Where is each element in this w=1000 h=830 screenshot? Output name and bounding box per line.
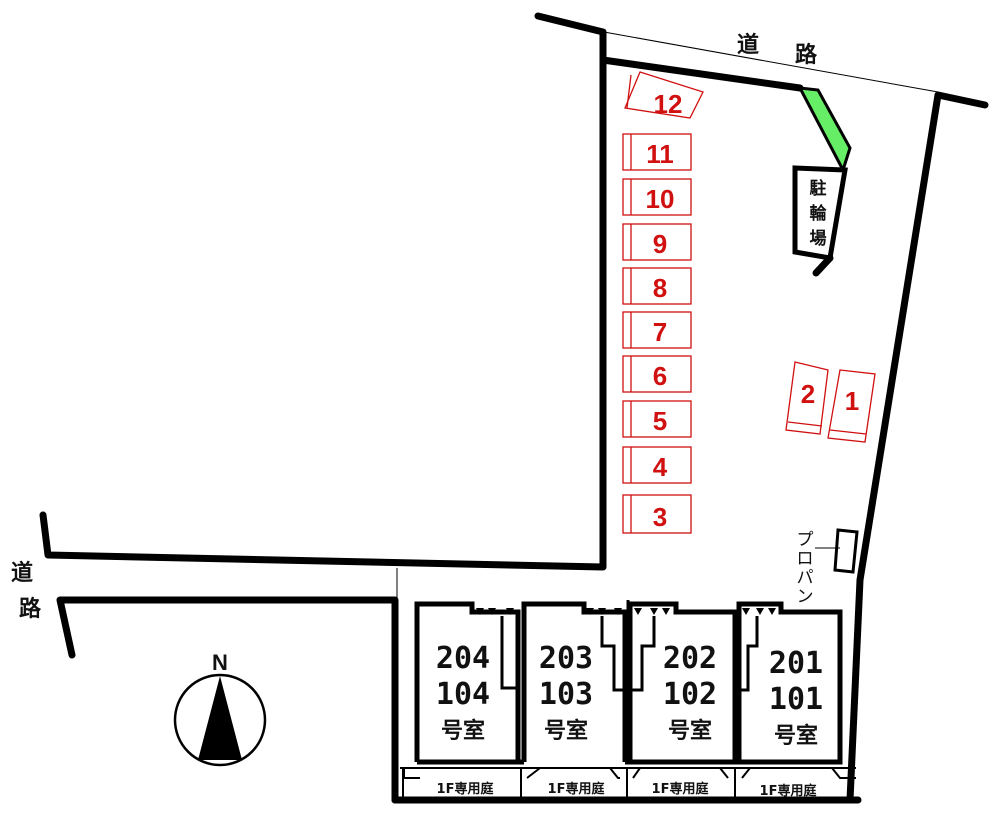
- parking-slot-number: 10: [646, 184, 675, 214]
- parking-slot-number: 5: [653, 406, 667, 436]
- parking-slot-8: 8: [622, 267, 692, 305]
- bicycle-parking-label-2: 輪: [810, 203, 828, 224]
- propane-label-1: プ: [797, 530, 814, 550]
- apartment-building: 204 104 号室 1F専用庭 203 103 号室 1F専用庭 202 10…: [391, 600, 862, 804]
- unit-lower-number: 102: [663, 677, 717, 712]
- parking-slot-11: 11: [622, 133, 692, 171]
- private-garden-label: 1F専用庭: [548, 781, 606, 797]
- bicycle-parking-label-3: 場: [810, 229, 827, 249]
- parking-slot-column: 11 10 9 8 7 6 5 4 3: [622, 133, 692, 534]
- parking-slot-number: 6: [653, 361, 667, 391]
- west-road-label-2: 路: [19, 596, 42, 622]
- parking-slot-number: 1: [845, 386, 859, 416]
- parking-slot-3: 3: [622, 494, 692, 534]
- unit-202-102-outline: [627, 601, 738, 762]
- north-label: N: [212, 650, 228, 675]
- unit-203-103-outline: [521, 601, 628, 762]
- west-road-boundary: [56, 596, 399, 804]
- north-arrow-pointer: [198, 676, 242, 760]
- unit-204-104-outline: [414, 601, 521, 765]
- unit-suffix: 号室: [441, 718, 485, 744]
- neighbor-lot-boundary: [39, 12, 607, 571]
- parking-slot-12: 12: [624, 71, 704, 119]
- unit-lower-number: 103: [539, 677, 593, 712]
- parking-slot-number: 12: [654, 89, 683, 119]
- private-garden-label: 1F専用庭: [437, 781, 495, 797]
- bicycle-parking-label-1: 駐: [810, 178, 827, 199]
- parking-slot-5: 5: [622, 400, 692, 438]
- parking-slot-number: 7: [653, 317, 667, 347]
- propane-label-3: パ: [797, 568, 814, 588]
- parking-slot-9: 9: [622, 223, 692, 261]
- propane-tank: プ ロ パ ン: [797, 528, 859, 607]
- parking-slot-1: 1: [827, 369, 876, 443]
- private-garden-label: 1F専用庭: [652, 781, 710, 797]
- parking-slot-6: 6: [622, 355, 692, 393]
- bicycle-parking-tail: [812, 254, 834, 277]
- parking-slot-2: 2: [785, 361, 829, 435]
- west-road-label-1: 道: [11, 560, 33, 586]
- propane-label-2: ロ: [797, 549, 814, 569]
- unit-upper-number: 204: [436, 641, 490, 676]
- unit-lower-number: 101: [769, 682, 823, 717]
- parking-slot-number: 4: [653, 452, 668, 482]
- north-road-label-1: 道: [737, 32, 759, 58]
- north-boundary-west: [599, 56, 804, 92]
- unit-upper-number: 202: [663, 641, 717, 676]
- greenery-strip: [797, 86, 852, 174]
- unit-suffix: 号室: [544, 718, 588, 744]
- parking-slot-4: 4: [622, 446, 692, 484]
- north-road-edge: [603, 31, 939, 93]
- parking-slot-number: 3: [653, 502, 667, 532]
- private-garden-label: 1F専用庭: [760, 783, 818, 799]
- north-arrow: N: [173, 650, 267, 767]
- unit-upper-number: 203: [539, 641, 593, 676]
- unit-suffix: 号室: [774, 723, 818, 749]
- north-boundary-east: [934, 91, 989, 109]
- parking-slot-number: 9: [653, 229, 667, 259]
- parking-slot-number: 8: [653, 273, 667, 303]
- unit-201-101-outline: [736, 601, 843, 765]
- east-boundary: [846, 91, 942, 804]
- parking-slot-number: 11: [646, 139, 674, 169]
- parking-slot-number: 2: [801, 379, 815, 409]
- unit-upper-number: 201: [769, 646, 823, 681]
- propane-label-4: ン: [797, 587, 814, 607]
- north-road-label-2: 路: [795, 42, 818, 68]
- parking-slot-7: 7: [622, 311, 692, 349]
- unit-suffix: 号室: [668, 718, 712, 744]
- unit-lower-number: 104: [436, 677, 490, 712]
- parking-slot-10: 10: [622, 178, 692, 216]
